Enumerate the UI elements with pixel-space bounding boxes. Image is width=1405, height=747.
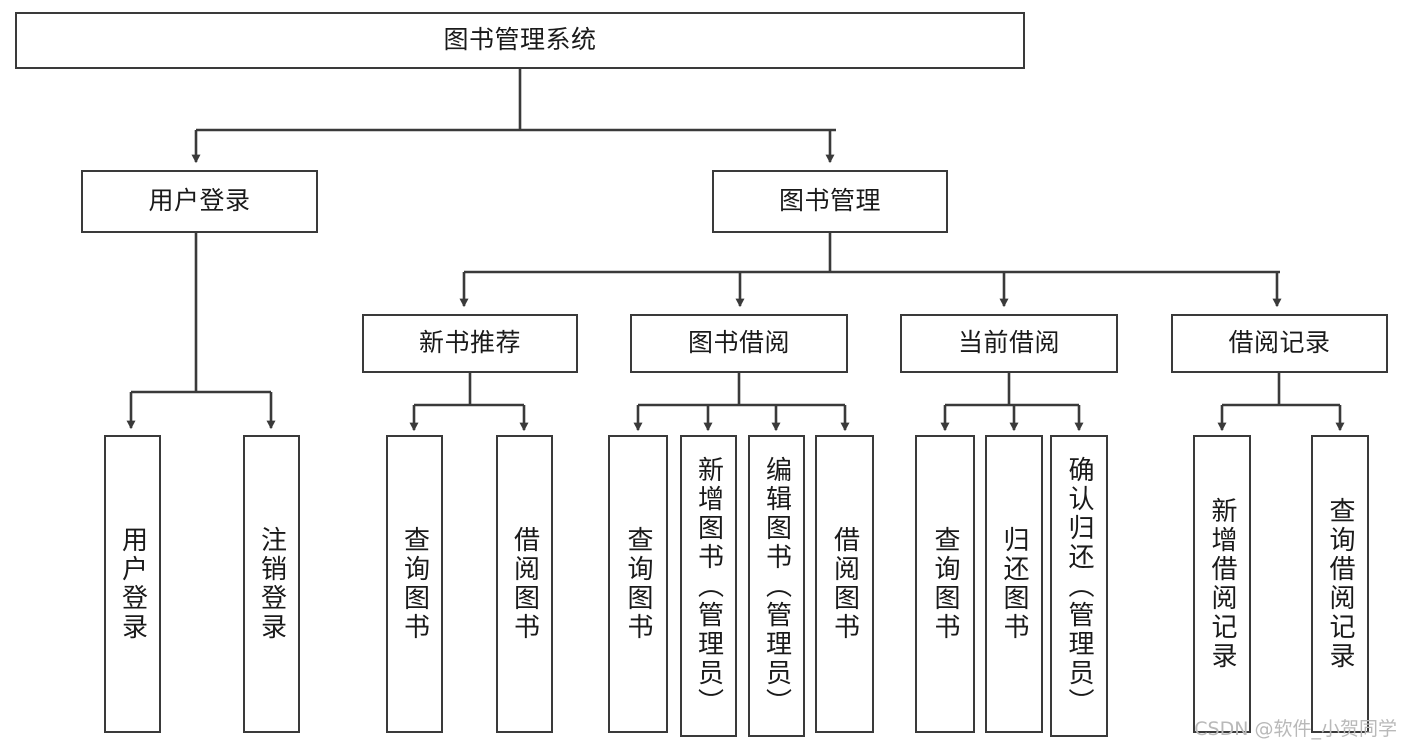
- leaf-user-login[interactable]: 用户登录: [104, 435, 161, 733]
- node-label: 图书管理系统: [443, 25, 597, 55]
- csdn-watermark: CSDN @软件_小贺同学: [1194, 718, 1397, 740]
- node-label: 当前借阅: [957, 328, 1060, 358]
- leaf-logout[interactable]: 注销登录: [243, 435, 300, 733]
- node-label: 借阅图书: [829, 526, 860, 642]
- leaf-edit-book-admin[interactable]: 编辑图书（管理员）: [748, 435, 805, 737]
- leaf-borrow-book-recommend[interactable]: 借阅图书: [496, 435, 553, 733]
- node-user-login[interactable]: 用户登录: [81, 170, 318, 233]
- node-label: 新增借阅记录: [1207, 497, 1237, 671]
- leaf-query-book-recommend[interactable]: 查询图书: [386, 435, 443, 733]
- node-label: 用户登录: [117, 526, 148, 642]
- node-borrow-record[interactable]: 借阅记录: [1171, 314, 1388, 373]
- node-label: 新书推荐: [418, 328, 521, 358]
- node-new-book-recommend[interactable]: 新书推荐: [362, 314, 578, 373]
- leaf-add-borrow-record[interactable]: 新增借阅记录: [1193, 435, 1251, 733]
- node-label: 图书管理: [778, 186, 881, 216]
- node-label: 注销登录: [256, 526, 287, 642]
- node-label: 借阅图书: [509, 526, 540, 642]
- node-label: 用户登录: [148, 186, 251, 216]
- node-label: 新增图书（管理员）: [693, 455, 724, 717]
- node-book-management[interactable]: 图书管理: [712, 170, 948, 233]
- leaf-query-borrow-record[interactable]: 查询借阅记录: [1311, 435, 1369, 733]
- leaf-return-book[interactable]: 归还图书: [985, 435, 1043, 733]
- leaf-query-book-current[interactable]: 查询图书: [915, 435, 975, 733]
- leaf-confirm-return-admin[interactable]: 确认归还（管理员）: [1050, 435, 1108, 737]
- node-label: 查询图书: [623, 526, 653, 642]
- node-label: 图书借阅: [687, 328, 790, 358]
- node-label: 查询图书: [399, 526, 430, 642]
- node-label: 查询图书: [930, 526, 960, 642]
- node-book-borrow[interactable]: 图书借阅: [630, 314, 848, 373]
- node-label: 确认归还（管理员）: [1064, 455, 1094, 717]
- node-label: 查询借阅记录: [1325, 497, 1355, 671]
- node-label: 借阅记录: [1228, 328, 1331, 358]
- leaf-add-book-admin[interactable]: 新增图书（管理员）: [680, 435, 737, 737]
- node-label: 归还图书: [999, 526, 1029, 642]
- node-current-borrow[interactable]: 当前借阅: [900, 314, 1118, 373]
- leaf-borrow-book[interactable]: 借阅图书: [815, 435, 874, 733]
- node-label: 编辑图书（管理员）: [761, 455, 792, 717]
- node-root-system[interactable]: 图书管理系统: [15, 12, 1025, 69]
- leaf-query-book-borrow[interactable]: 查询图书: [608, 435, 668, 733]
